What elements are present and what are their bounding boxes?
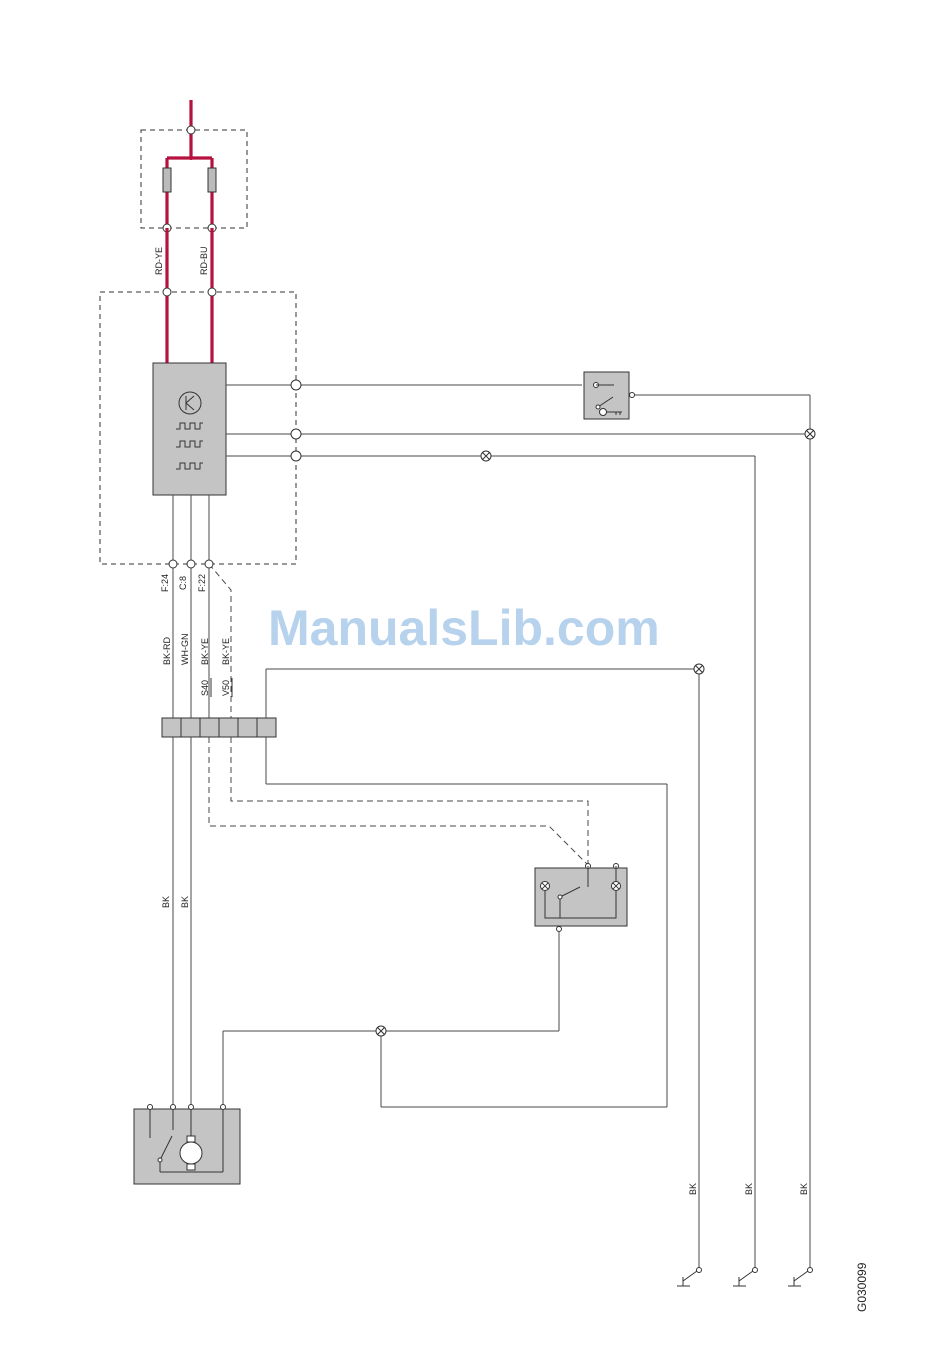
ground-wire-label-2: BK xyxy=(744,1183,754,1195)
lamp-icon xyxy=(612,882,621,891)
splice-icon xyxy=(481,451,491,461)
wire-color-label-3: BK-YE xyxy=(200,638,210,665)
power-wires: RD-YE RD-BU xyxy=(154,228,212,363)
splice-icon xyxy=(805,429,815,439)
lower-wire-label-2: BK xyxy=(180,896,190,908)
wire-color-label-2: WH-GN xyxy=(180,634,190,666)
fuse-1-icon xyxy=(163,168,171,192)
ground-wire-label-3: BK xyxy=(799,1183,809,1195)
control-module xyxy=(100,288,296,564)
ground-points: BK BK BK xyxy=(677,1183,813,1286)
fuse-2-icon xyxy=(208,168,216,192)
pin-label-2: C:8 xyxy=(178,576,188,590)
connector-block xyxy=(162,718,276,737)
power-wire-label-2: RD-BU xyxy=(199,247,209,276)
module-bottom-pins: F:24 C:8 F:22 BK-RD WH-GN BK-YE BK-YE S4… xyxy=(160,495,232,718)
wire-color-label-1: BK-RD xyxy=(162,636,172,665)
ground-icon xyxy=(733,1268,758,1287)
lamp-icon xyxy=(541,882,550,891)
ground-icon xyxy=(788,1268,813,1287)
splice-icon xyxy=(376,1026,386,1036)
lower-wire-label-1: BK xyxy=(161,896,171,908)
ground-wire-label-1: BK xyxy=(688,1183,698,1195)
module-outputs xyxy=(226,380,815,1270)
figure-code: G030099 xyxy=(855,1262,869,1312)
power-wire-label-1: RD-YE xyxy=(154,247,164,275)
watermark: ManualsLib.com xyxy=(268,600,660,656)
switch-to-motor-wire xyxy=(223,931,559,1108)
motor-unit xyxy=(134,1105,240,1185)
model-label-v50: V50 xyxy=(221,680,231,696)
wire-color-label-4: BK-YE xyxy=(221,638,231,665)
key-switch xyxy=(584,372,635,419)
pin-label-3: F:22 xyxy=(197,574,207,592)
ground-icon xyxy=(677,1268,702,1287)
fuse-box xyxy=(141,100,247,232)
splice-icon xyxy=(694,664,704,674)
connector-wires: BK BK xyxy=(161,664,704,1270)
model-label-s40: S40 xyxy=(200,680,210,696)
pin-label-1: F:24 xyxy=(160,574,170,592)
lamp-switch-unit xyxy=(535,864,627,932)
